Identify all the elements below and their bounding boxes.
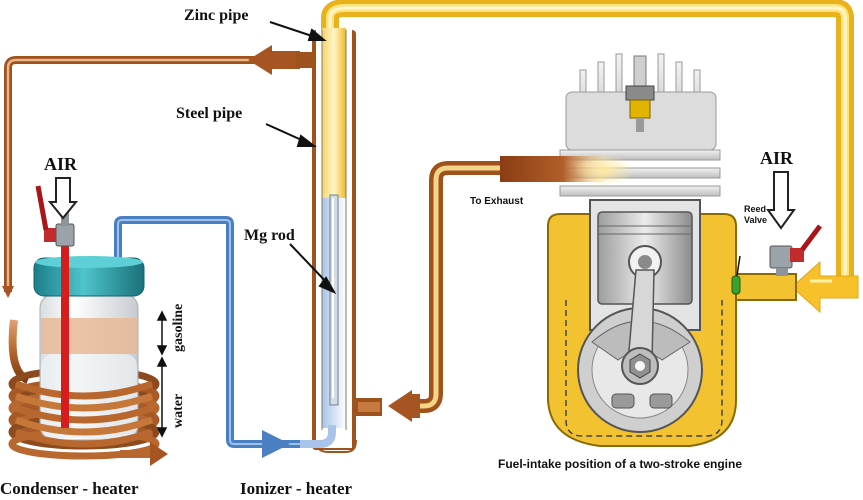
reed-valve <box>731 255 741 295</box>
air-right-label: AIR <box>760 148 794 168</box>
air-valve-right <box>769 224 822 276</box>
steel-pipe-label: Steel pipe <box>176 105 242 122</box>
water-label: water <box>171 394 186 428</box>
engine-caption: Fuel-intake position of a two-stroke eng… <box>498 457 742 471</box>
air-left-label: AIR <box>44 154 78 174</box>
water-line <box>114 216 336 458</box>
spark-plug <box>625 55 655 132</box>
mg-rod-label: Mg rod <box>244 227 295 244</box>
two-stroke-engine <box>500 53 822 447</box>
reed-valve-label-2: Valve <box>744 215 767 225</box>
to-exhaust-label: To Exhaust <box>470 196 524 207</box>
condenser-caption: Condenser - heater <box>0 479 139 498</box>
fuel-line <box>321 0 859 314</box>
reed-valve-label-1: Reed <box>744 204 766 214</box>
gasoline-label: gasoline <box>171 304 186 352</box>
ionizer-heater <box>296 28 382 453</box>
crankshaft <box>577 269 703 433</box>
outlet-line-left <box>2 45 300 298</box>
layer-brackets <box>156 310 168 438</box>
exhaust-line <box>388 161 500 422</box>
leader-arrows <box>265 21 337 295</box>
zinc-pipe-label: Zinc pipe <box>184 7 248 24</box>
condenser-heater <box>8 177 168 466</box>
ionizer-caption: Ionizer - heater <box>240 479 352 498</box>
air-valve-left <box>35 185 75 247</box>
